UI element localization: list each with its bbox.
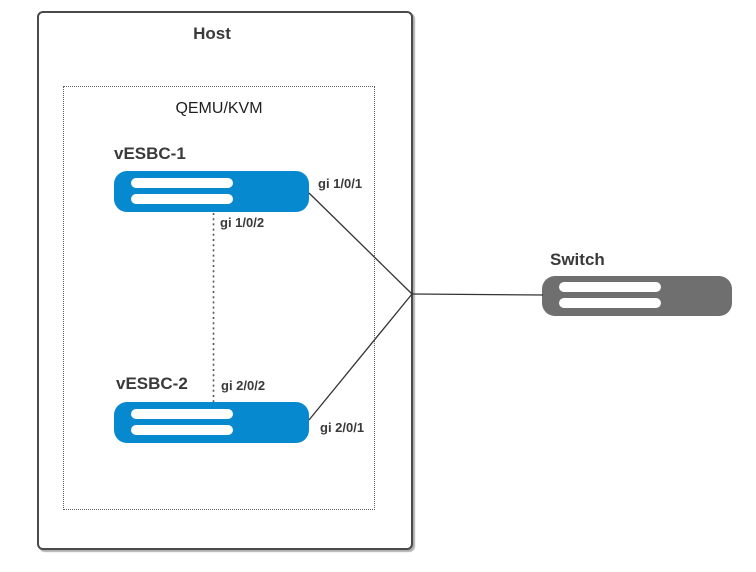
- switch-label: Switch: [550, 250, 605, 269]
- device-vesbc1: [114, 171, 309, 212]
- vesbc2-label: vESBC-2: [116, 374, 188, 393]
- device-vesbc2: [114, 402, 309, 443]
- port-label-gi-1-0-1: gi 1/0/1: [318, 176, 363, 191]
- port-label-gi-2-0-1: gi 2/0/1: [320, 420, 365, 435]
- port-label-gi-1-0-2: gi 1/0/2: [220, 215, 265, 230]
- device-stripe: [131, 194, 233, 204]
- port-label-gi-2-0-2: gi 2/0/2: [221, 378, 266, 393]
- device-stripe: [131, 425, 233, 435]
- device-stripe: [131, 178, 233, 188]
- host-label: Host: [193, 24, 231, 43]
- qemu-kvm-box: [63, 86, 375, 510]
- device-stripe: [559, 282, 661, 292]
- device-switch: [542, 276, 732, 316]
- device-stripe: [559, 298, 661, 308]
- vesbc1-label: vESBC-1: [114, 144, 186, 163]
- link-junction-to-switch: [411, 293, 544, 296]
- device-stripe: [131, 409, 233, 419]
- qemu-kvm-label: QEMU/KVM: [175, 100, 263, 117]
